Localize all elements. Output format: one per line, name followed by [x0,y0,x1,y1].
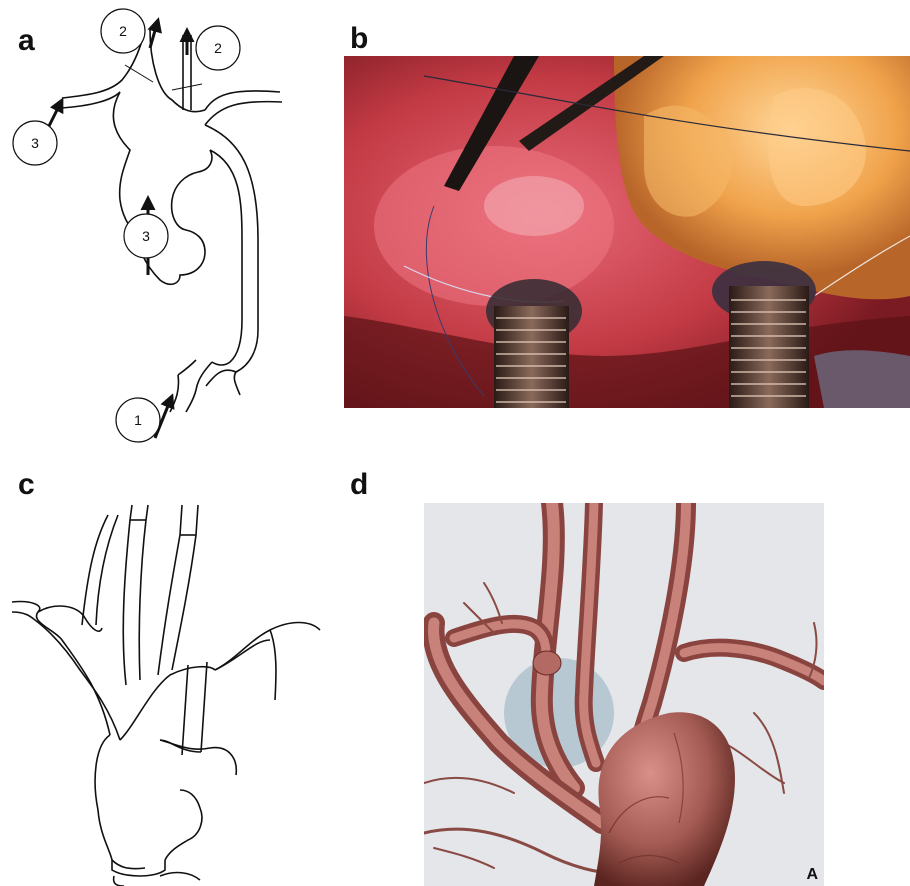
marker-label: 3 [31,135,39,151]
surgical-field-image [344,56,910,408]
panel-b-surgical-photo [344,56,910,408]
reconstruction-diagram [0,490,330,886]
marker-label: 2 [214,40,222,56]
panel-c-schematic [0,490,330,886]
panel-d-ct-reconstruction: A [424,503,824,886]
aortic-arch-diagram: 2 2 3 3 1 [0,0,330,450]
orientation-mark: A [806,866,818,884]
marker-label: 3 [142,228,150,244]
marker-label: 1 [134,412,142,428]
panel-label-d: d [350,470,368,500]
panel-a-schematic: 2 2 3 3 1 [0,0,330,450]
marker-label: 2 [119,23,127,39]
ct-volume-render [424,503,824,886]
panel-label-b: b [350,24,368,54]
